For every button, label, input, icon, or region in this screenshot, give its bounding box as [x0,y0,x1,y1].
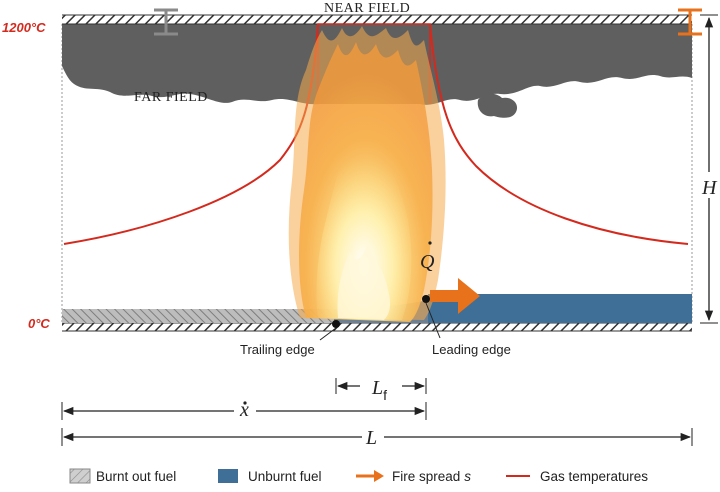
flame-length-dimension [335,378,427,394]
legend-fire-spread-label: Fire spread s [392,469,471,484]
ceiling [62,15,692,24]
compartment-length-dimension [61,428,693,446]
thermocouple-right-icon [678,8,702,36]
trailing-edge-marker [332,320,340,328]
legend-burnt-label: Burnt out fuel [96,469,176,484]
flame-length-subscript: f [383,387,387,403]
heat-release-label: Q [420,251,435,273]
floor [62,323,692,331]
legend: Burnt out fuel Unburnt fuel Fire spread s… [69,468,648,484]
temp-low-label: 0°C [28,316,50,331]
legend-gas-temp-label: Gas temperatures [540,469,648,484]
compartment-length-label: L [365,427,377,449]
far-field-label: FAR FIELD [134,90,208,105]
smoke-puff [477,93,518,118]
flame-length-main: L [371,377,383,399]
legend-unburnt-label: Unburnt fuel [248,469,322,484]
fire-position-dot [243,401,247,405]
thermocouple-left-icon [154,8,178,36]
flame-length-label: Lf [371,377,387,403]
legend-fire-spread-symbol: s [464,469,471,484]
fire-position-dimension [61,402,427,420]
leading-edge-label: Leading edge [432,342,511,357]
legend-fire-spread-text: Fire spread [392,469,460,484]
height-dimension [700,14,718,324]
legend-fire-spread-icon [356,470,384,482]
temp-high-label: 1200°C [2,20,46,35]
burnt-fuel-bed [62,309,334,323]
fire-spread-arrow [430,278,480,314]
trailing-edge-label: Trailing edge [240,342,315,357]
leading-edge-marker [422,295,430,303]
heat-release-dot [428,241,432,245]
near-field-label: NEAR FIELD [324,1,410,16]
flame [288,26,446,322]
legend-unburnt-swatch [218,469,238,483]
height-label: H [701,177,718,199]
gas-temperature-right [429,23,689,245]
fire-position-label: x [239,399,249,421]
